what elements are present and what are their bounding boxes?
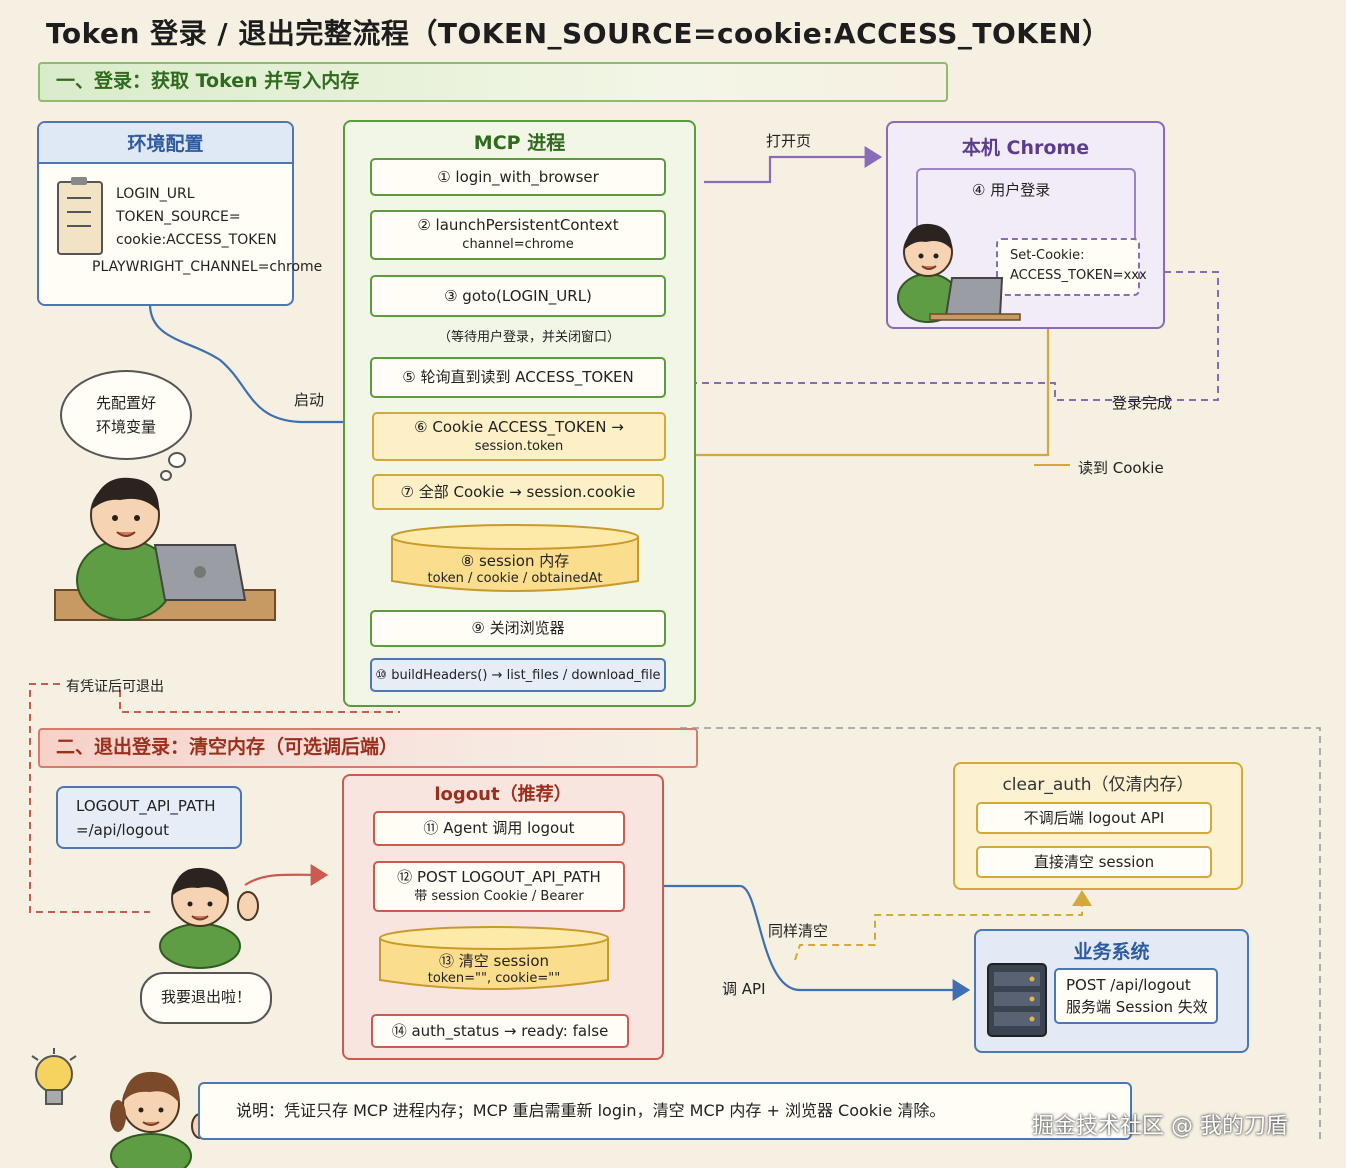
mcp-step-8-sub: token / cookie / obtainedAt <box>427 571 603 586</box>
person-laptop-illustration <box>54 477 276 621</box>
set-cookie-line2: ACCESS_TOKEN=xxx <box>1010 268 1147 283</box>
env-config-title: 环境配置 <box>39 123 292 164</box>
env-line-cookie: cookie:ACCESS_TOKEN <box>116 232 277 248</box>
env-line-token-source: TOKEN_SOURCE= <box>116 209 241 225</box>
logout-step-13: ⑬ 清空 session token="", cookie="" <box>378 950 610 986</box>
clear-session-cylinder <box>379 926 609 990</box>
server-icon <box>987 963 1047 1037</box>
wait-note: （等待用户登录，并关闭窗口） <box>438 330 621 345</box>
mcp-step-2-sub: channel=chrome <box>462 237 574 252</box>
logout-step-12: ⑫ POST LOGOUT_API_PATH 带 session Cookie /… <box>373 861 625 912</box>
config-bubble-line2: 环境变量 <box>95 418 156 436</box>
section-logout-header: 二、退出登录：清空内存（可选调后端） <box>38 728 698 768</box>
set-cookie-line1: Set-Cookie: <box>1010 248 1085 263</box>
logout-api-path-box: LOGOUT_API_PATH =/api/logout <box>56 786 242 849</box>
section-login-header: 一、登录：获取 Token 并写入内存 <box>38 62 948 102</box>
mcp-step-5: ⑤ 轮询直到读到 ACCESS_TOKEN <box>370 357 666 398</box>
logout-step-14-label: ⑭ auth_status → ready: false <box>391 1021 609 1040</box>
config-thought-bubble: 先配置好 环境变量 <box>60 370 192 460</box>
logout-title: logout（推荐） <box>434 784 572 805</box>
mcp-step-1-label: ① login_with_browser <box>437 167 599 186</box>
mcp-step-3-label: ③ goto(LOGIN_URL) <box>444 286 592 305</box>
thought-dot-icon <box>168 452 186 468</box>
business-system-line2: 服务端 Session 失效 <box>1066 998 1208 1016</box>
logout-step-12-label: ⑫ POST LOGOUT_API_PATH <box>397 867 601 886</box>
footer-note-text: 说明：凭证只存 MCP 进程内存；MCP 重启需重新 login，清空 MCP … <box>236 1101 946 1120</box>
logout-step-11: ⑪ Agent 调用 logout <box>373 811 625 846</box>
open-page-label: 打开页 <box>766 132 812 150</box>
set-cookie-box: Set-Cookie: ACCESS_TOKEN=xxx <box>996 238 1147 296</box>
clipboard-icon <box>57 177 103 255</box>
mcp-step-2-label: ② launchPersistentContext <box>417 216 619 234</box>
logout-step-13-sub: token="", cookie="" <box>427 971 561 986</box>
logout-step-11-label: ⑪ Agent 调用 logout <box>423 819 575 837</box>
mcp-step-7: ⑦ 全部 Cookie → session.cookie <box>372 474 664 510</box>
mcp-step-9: ⑨ 关闭浏览器 <box>370 610 666 647</box>
mcp-process-title: MCP 进程 <box>473 132 566 154</box>
logout-step-13-label: ⑬ 清空 session <box>438 952 550 970</box>
call-api-label: 调 API <box>722 980 766 998</box>
mcp-step-8-label: ⑧ session 内存 <box>460 552 570 570</box>
clear-auth-item-no-api-label: 不调后端 logout API <box>1023 808 1165 827</box>
read-cookie-label: 读到 Cookie <box>1078 459 1164 477</box>
clear-auth-item-no-api: 不调后端 logout API <box>976 802 1212 834</box>
business-system-title: 业务系统 <box>1073 941 1150 963</box>
logout-bubble-text: 我要退出啦！ <box>160 988 251 1006</box>
start-label: 启动 <box>294 391 325 409</box>
mcp-step-10-label: ⑩ buildHeaders() → list_files / download… <box>375 667 661 683</box>
mcp-step-3: ③ goto(LOGIN_URL) <box>370 275 666 317</box>
chrome-title: 本机 Chrome <box>961 137 1090 159</box>
footer-note-box: 说明：凭证只存 MCP 进程内存；MCP 重启需重新 login，清空 MCP … <box>198 1082 1132 1140</box>
logout-step-12-sub: 带 session Cookie / Bearer <box>414 888 584 904</box>
clear-auth-item-clear: 直接清空 session <box>976 846 1212 878</box>
lightbulb-icon <box>31 1048 77 1105</box>
mcp-step-10: ⑩ buildHeaders() → list_files / download… <box>370 658 666 692</box>
waving-person-illustration <box>159 867 259 969</box>
business-system-box: POST /api/logout 服务端 Session 失效 <box>1054 968 1218 1024</box>
mcp-step-9-label: ⑨ 关闭浏览器 <box>471 619 565 637</box>
config-bubble-line1: 先配置好 <box>95 394 156 412</box>
page-title: Token 登录 / 退出完整流程（TOKEN_SOURCE=cookie:AC… <box>46 17 1111 50</box>
clear-auth-title: clear_auth（仅清内存） <box>1002 775 1194 795</box>
watermark: 掘金技术社区 @ 我的刀盾 <box>1032 1114 1288 1139</box>
mcp-step-1: ① login_with_browser <box>370 158 666 196</box>
same-clear-label: 同样清空 <box>768 922 829 940</box>
env-line-login-url: LOGIN_URL <box>116 186 195 202</box>
login-done-label: 登录完成 <box>1112 394 1173 412</box>
mcp-step-7-label: ⑦ 全部 Cookie → session.cookie <box>400 482 636 501</box>
env-config-panel: 环境配置 LOGIN_URL TOKEN_SOURCE= cookie:ACCE… <box>37 121 322 306</box>
user-login-illustration <box>897 223 1021 323</box>
thought-dot-icon <box>160 470 172 481</box>
session-memory-cylinder <box>391 524 639 592</box>
mcp-step-8: ⑧ session 内存 token / cookie / obtainedAt <box>390 550 640 586</box>
logout-api-path-line1: LOGOUT_API_PATH <box>76 797 216 815</box>
logout-speech-bubble: 我要退出啦！ <box>140 972 272 1024</box>
mcp-step-6-sub: session.token <box>474 438 564 454</box>
mcp-step-6: ⑥ Cookie ACCESS_TOKEN → session.token <box>372 412 666 461</box>
business-system-line1: POST /api/logout <box>1066 976 1191 994</box>
logout-api-path-line2: =/api/logout <box>76 821 169 839</box>
mcp-step-5-label: ⑤ 轮询直到读到 ACCESS_TOKEN <box>402 368 634 386</box>
clear-auth-item-clear-label: 直接清空 session <box>1033 852 1155 871</box>
chrome-step-4: ④ 用户登录 <box>972 181 1051 199</box>
mcp-step-6-label: ⑥ Cookie ACCESS_TOKEN → <box>414 417 624 436</box>
mcp-step-2: ② launchPersistentContext channel=chrome <box>370 210 666 260</box>
env-line-channel: PLAYWRIGHT_CHANNEL=chrome <box>92 259 323 275</box>
can-logout-label: 有凭证后可退出 <box>66 679 164 695</box>
logout-step-14: ⑭ auth_status → ready: false <box>371 1014 629 1048</box>
